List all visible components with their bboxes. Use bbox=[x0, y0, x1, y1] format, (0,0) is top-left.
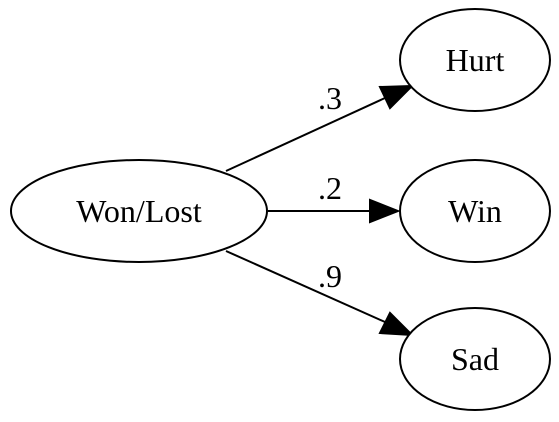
edge-label-hurt: .3 bbox=[318, 80, 342, 116]
node-won-lost-shape bbox=[10, 159, 268, 263]
arrowhead-sad bbox=[378, 311, 415, 337]
node-won-lost-label: Won/Lost bbox=[76, 193, 202, 229]
node-won-lost: Won/Lost bbox=[10, 159, 268, 263]
edge-label-win: .2 bbox=[318, 170, 342, 206]
node-hurt: Hurt bbox=[399, 8, 551, 112]
node-sad-label: Sad bbox=[451, 341, 499, 377]
node-hurt-shape bbox=[399, 8, 551, 112]
node-win-label: Win bbox=[448, 193, 502, 229]
node-hurt-label: Hurt bbox=[446, 42, 505, 78]
edge-wonlost-win: .2 bbox=[268, 170, 401, 224]
edge-wonlost-hurt: .3 bbox=[225, 80, 415, 172]
edge-line-hurt bbox=[225, 97, 386, 172]
arrowhead-win bbox=[369, 198, 401, 224]
arrowhead-hurt bbox=[378, 84, 415, 110]
node-win: Win bbox=[399, 159, 551, 263]
node-sad-shape bbox=[399, 307, 551, 411]
edge-wonlost-sad: .9 bbox=[225, 250, 415, 337]
node-sad: Sad bbox=[399, 307, 551, 411]
node-win-shape bbox=[399, 159, 551, 263]
edge-label-sad: .9 bbox=[318, 258, 342, 294]
edge-line-sad bbox=[225, 250, 386, 323]
